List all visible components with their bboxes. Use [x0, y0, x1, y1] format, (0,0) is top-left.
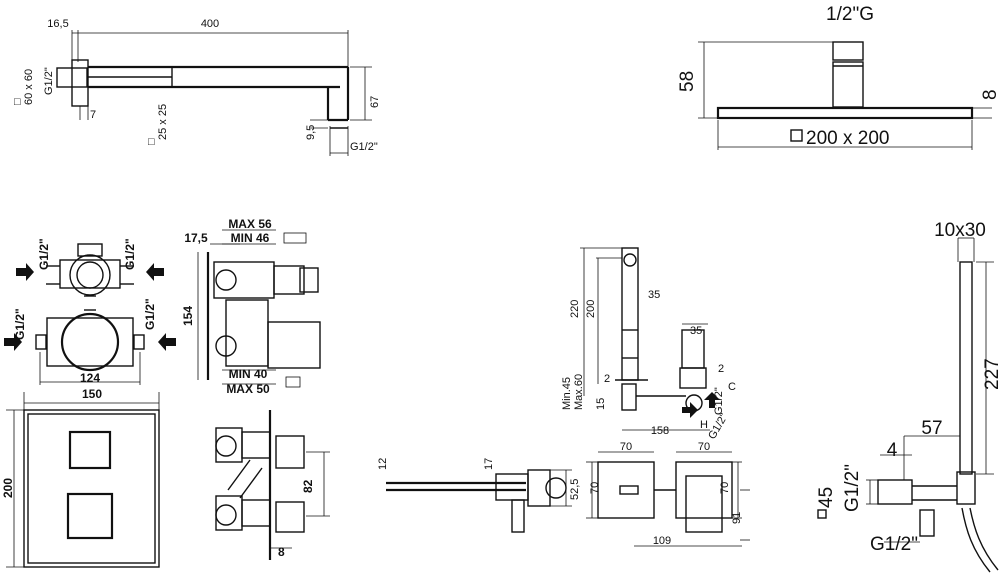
plate-height-dim: 200 — [1, 478, 15, 498]
square-symbol-1: □ — [14, 96, 21, 108]
spout-d158-dim: 158 — [651, 425, 669, 437]
spout-d12-dim: 12 — [377, 458, 389, 470]
hand-d57-dim: 57 — [921, 418, 942, 439]
spout-gh-dim: G1/2" — [706, 411, 730, 441]
spout-d70d-dim: 70 — [719, 482, 731, 494]
valve-min46-dim: MIN 46 — [231, 231, 270, 245]
spout-d70a-dim: 70 — [620, 441, 632, 453]
spout-d109-dim: 109 — [653, 535, 671, 547]
valve-min40-dim: MIN 40 — [229, 367, 268, 381]
shower-head-drawing: 1/2"G 58 8 200 x 200 — [677, 4, 1000, 150]
head-size-dim: 200 x 200 — [806, 128, 889, 149]
plate-width-dim: 150 — [82, 387, 102, 401]
spout-d91-dim: 91 — [731, 512, 743, 524]
hand-shower-drawing: 10x30 227 57 4 45 G1/2" G1/2" — [816, 220, 1000, 573]
head-height-dim: 58 — [677, 71, 698, 92]
spout-min45-dim: Min.45 — [561, 377, 573, 410]
spout-d17-dim: 17 — [483, 458, 495, 470]
spout-d200-dim: 200 — [585, 300, 597, 318]
spout-d35b-dim: 35 — [690, 325, 702, 337]
valve-body-side: 17,5 MAX 56 MIN 46 154 MIN 40 MAX 50 — [181, 217, 321, 396]
spout-d525-dim: 52,5 — [569, 479, 581, 500]
arm-thread-dim: G1/2" — [43, 67, 55, 95]
valve-d175-dim: 17,5 — [184, 231, 208, 245]
spout-d2b-dim: 2 — [718, 363, 724, 375]
spout-d2a-dim: 2 — [604, 373, 610, 385]
spout-plate-front: 70 70 70 70 109 91 — [586, 441, 750, 547]
spout-d70b-dim: 70 — [698, 441, 710, 453]
arm-d67-dim: 67 — [369, 96, 381, 108]
spout-side-drawing: 35 220 200 35 2 2 Min.45 Max.60 15 158 G… — [561, 247, 736, 442]
valve-width-dim: 124 — [80, 371, 100, 385]
arm-thread2-dim: G1/2" — [350, 141, 378, 153]
spout-c-label: C — [728, 381, 736, 393]
assembly-d82-dim: 82 — [301, 479, 315, 493]
hand-d4-dim: 4 — [887, 440, 898, 461]
spout-d15-dim: 15 — [595, 398, 607, 410]
spout-max60-dim: Max.60 — [573, 374, 585, 410]
valve-g-topleft: G1/2" — [37, 238, 51, 270]
arm-tube-dim: 25 x 25 — [157, 104, 169, 140]
valve-g-botleft: G1/2" — [13, 308, 27, 340]
hand-d45-dim: 45 — [816, 487, 837, 508]
spout-gv-dim: G1/2" — [713, 387, 725, 415]
head-thread-dim: 1/2"G — [826, 4, 874, 25]
shower-arm-drawing: 400 16,5 60 x 60 G1/2" 25 x 25 7 9,5 67 … — [14, 18, 381, 156]
spout-d70c-dim: 70 — [589, 482, 601, 494]
valve-max56-dim: MAX 56 — [228, 217, 272, 231]
square-symbol-2: □ — [148, 136, 155, 148]
arm-d95-dim: 9,5 — [305, 125, 317, 140]
arm-plate-dim: 60 x 60 — [23, 69, 35, 105]
spout-d35a-dim: 35 — [648, 289, 660, 301]
spout-top-drawing: 12 17 52,5 — [377, 458, 581, 533]
arm-offset-dim: 16,5 — [47, 18, 68, 30]
spout-d220-dim: 220 — [569, 300, 581, 318]
face-plate-front: 150 200 — [1, 387, 160, 568]
arm-d7-dim: 7 — [90, 109, 96, 121]
hand-g2-dim: G1/2" — [870, 534, 918, 555]
valve-assembled-side: 82 8 — [215, 410, 330, 560]
valve-g-botright: G1/2" — [143, 298, 157, 330]
assembly-d8-dim: 8 — [278, 545, 285, 559]
hand-g1-dim: G1/2" — [842, 464, 863, 512]
head-thickness-dim: 8 — [980, 89, 1000, 100]
valve-g-topright: G1/2" — [123, 238, 137, 270]
valve-max50-dim: MAX 50 — [226, 382, 270, 396]
valve-height-dim: 154 — [181, 306, 195, 326]
hand-d10x30-dim: 10x30 — [934, 220, 986, 241]
spout-h-label: H — [700, 419, 708, 431]
valve-body-front: G1/2" G1/2" G1/2" G1/2" 124 — [4, 238, 176, 385]
hand-d227-dim: 227 — [982, 358, 1000, 390]
arm-length-dim: 400 — [201, 18, 219, 30]
